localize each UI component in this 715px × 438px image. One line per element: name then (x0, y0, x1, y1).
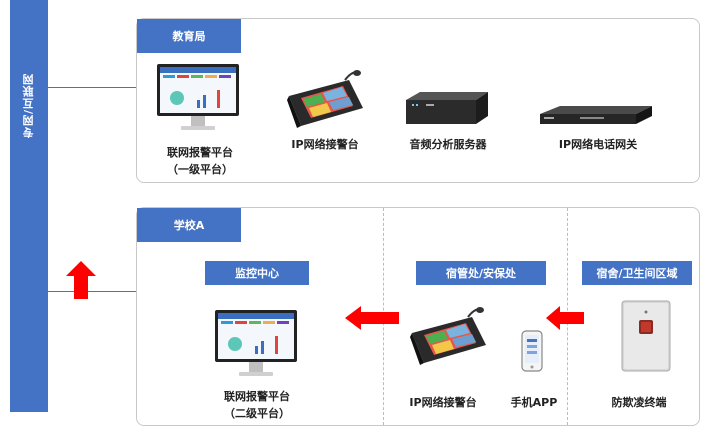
smartphone-icon (521, 330, 543, 372)
device-label: IP网络接警台 (409, 396, 477, 409)
touchscreen-console-icon (408, 305, 488, 365)
device-label: 音频分析服务器 (409, 138, 487, 151)
device-label: IP网络电话网关 (558, 138, 638, 151)
sidebar-label: 专网/互联网 (22, 72, 35, 138)
device-sub: （一级平台） (167, 163, 233, 176)
device-label: 防欺凌终端 (611, 396, 667, 409)
section-title-dorm-area: 宿舍/卫生间区域 (582, 261, 692, 285)
network-sidebar: 专网/互联网 (10, 0, 48, 412)
anti-bullying-terminal-icon (621, 300, 671, 372)
device-label: 手机APP (510, 396, 558, 409)
device-name: 联网报警平台 (224, 390, 290, 403)
device-name: 联网报警平台 (167, 146, 233, 159)
monitor-icon (213, 308, 299, 380)
left-arrow-icon (546, 306, 584, 330)
connector-line-top (48, 87, 136, 88)
education-bureau-tag: 教育局 (137, 19, 241, 53)
device-label: IP网络接警台 (291, 138, 359, 151)
monitor-icon (155, 62, 241, 134)
section-title-monitoring-center: 监控中心 (205, 261, 309, 285)
rack-server-icon (406, 90, 488, 128)
school-tag: 学校A (137, 208, 241, 242)
up-arrow-icon (66, 261, 96, 299)
device-sub: （二级平台） (224, 407, 290, 420)
rack-gateway-icon (540, 104, 652, 128)
device-label-level1-platform: 联网报警平台 （一级平台） (158, 144, 242, 178)
connector-line-bottom (48, 291, 136, 292)
device-label-level2-platform: 联网报警平台 （二级平台） (212, 388, 302, 422)
section-title-dorm-management: 宿管处/安保处 (416, 261, 546, 285)
touchscreen-console-icon (285, 68, 365, 128)
left-arrow-icon (345, 306, 399, 330)
